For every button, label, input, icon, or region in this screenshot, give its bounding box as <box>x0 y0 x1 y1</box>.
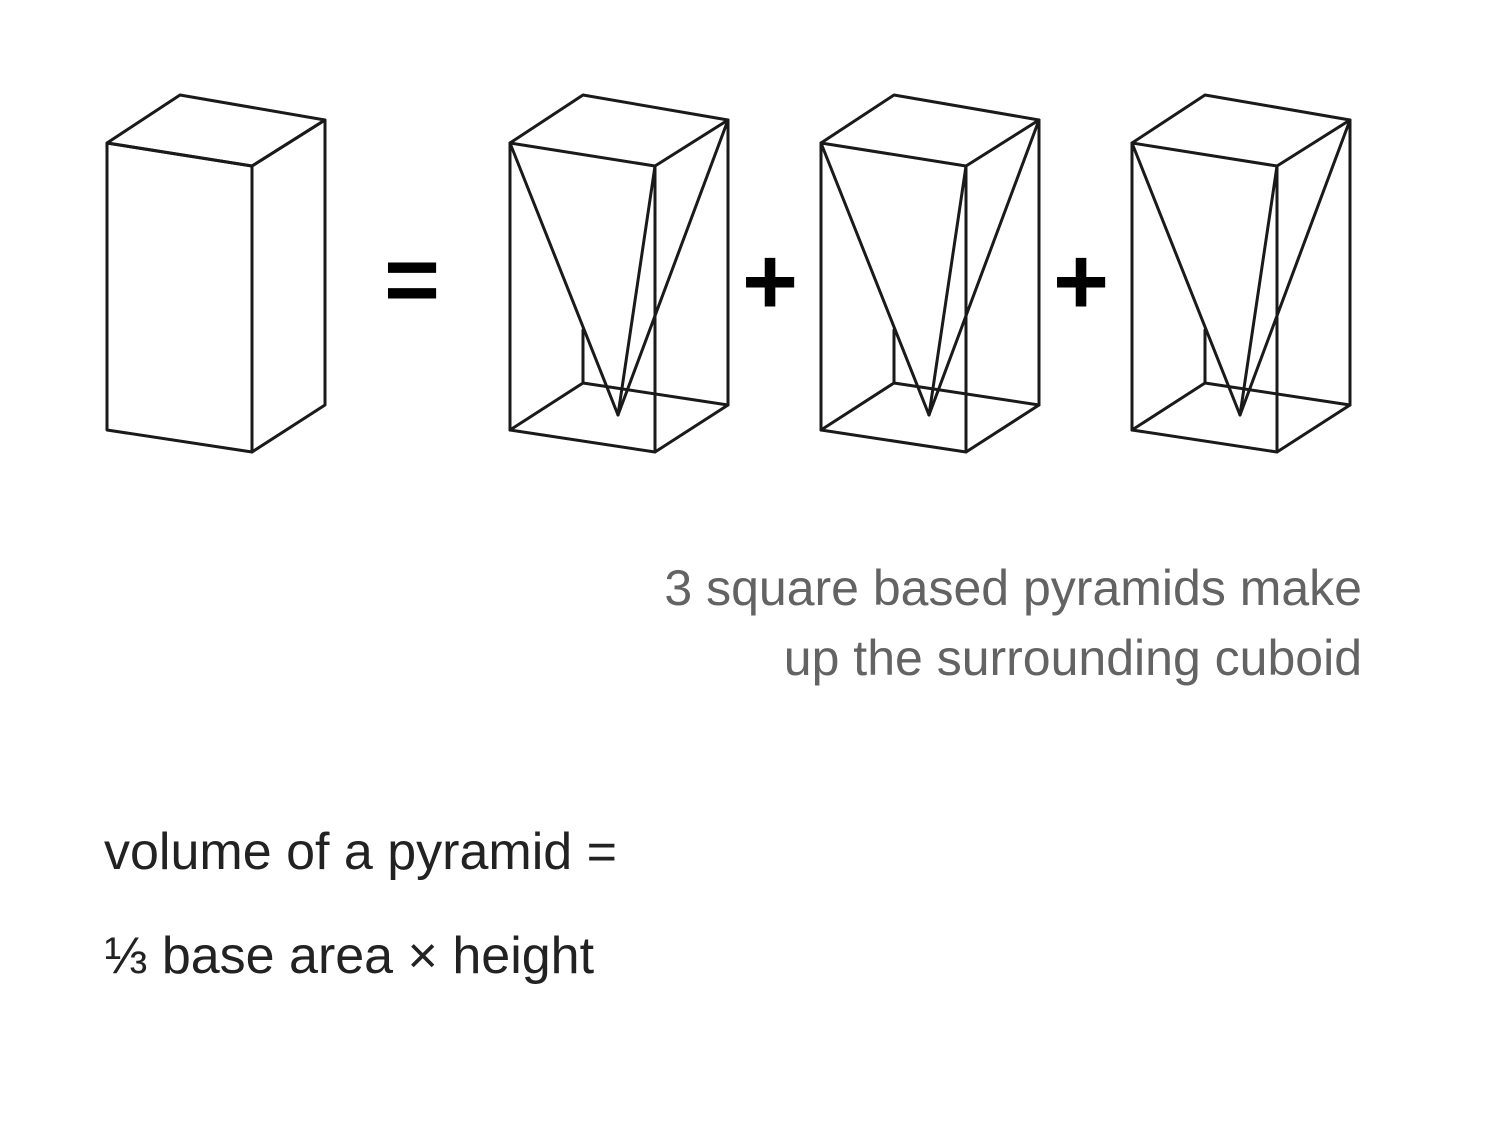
plus-sign-1: + <box>742 228 798 335</box>
equals-sign: = <box>384 226 440 333</box>
cuboid-pyramid-diagram: = + + <box>105 93 1352 454</box>
caption-line-1: 3 square based pyramids make <box>664 560 1362 616</box>
pyramid-cuboid-2 <box>819 93 1041 454</box>
diagram-caption: 3 square based pyramids make up the surr… <box>462 553 1362 693</box>
formula-line-2: ⅓ base area × height <box>104 927 595 985</box>
plus-sign-2: + <box>1053 228 1109 335</box>
caption-line-2: up the surrounding cuboid <box>783 630 1362 686</box>
pyramid-cuboid-1 <box>508 93 730 454</box>
pyramid-cuboid-3 <box>1130 93 1352 454</box>
cuboid-figure <box>105 93 327 454</box>
formula-line-1: volume of a pyramid = <box>104 823 618 881</box>
